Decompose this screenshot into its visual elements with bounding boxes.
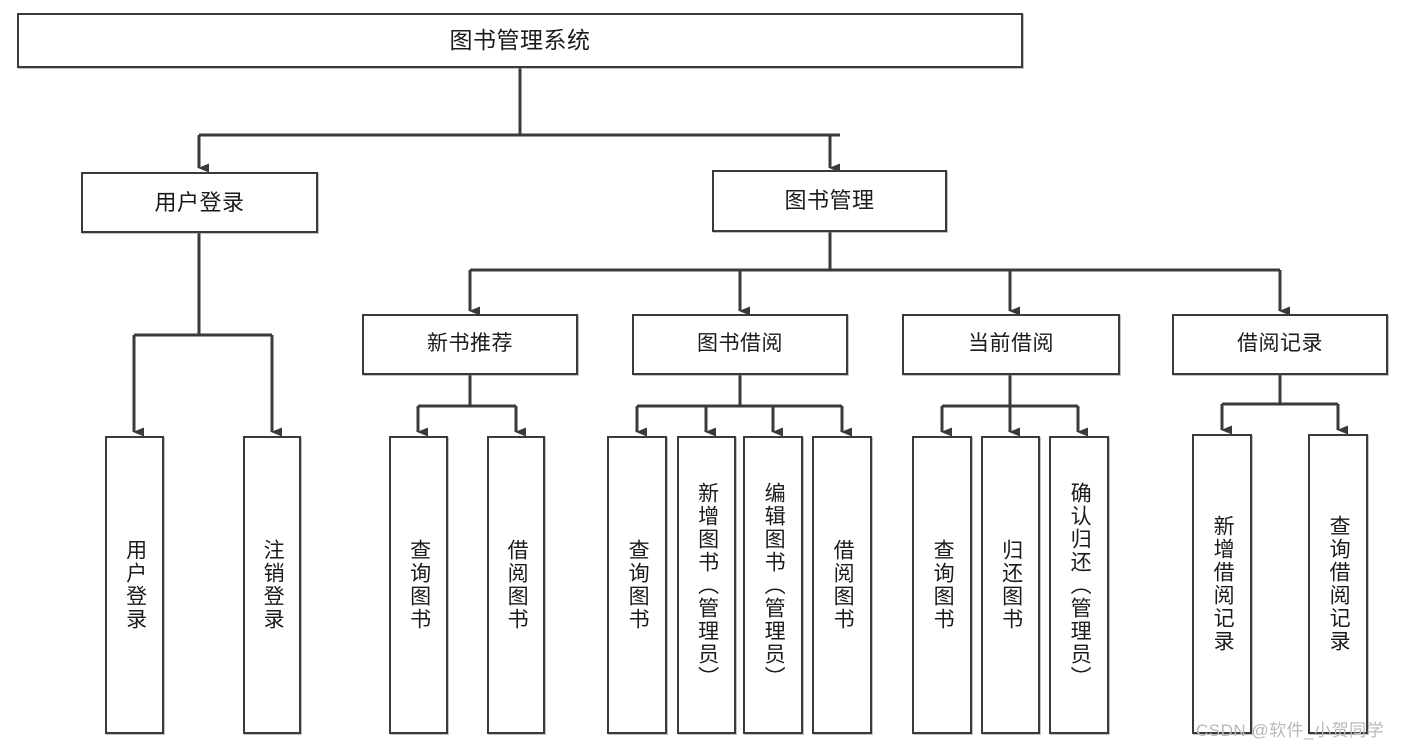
node-label: 查询图书: [931, 539, 955, 631]
node-label: 借阅图书: [831, 539, 855, 631]
node-label: 查询图书: [407, 539, 431, 631]
node-user-login[interactable]: 用户登录: [81, 172, 318, 233]
node-leaf-borrow-edit-book-admin[interactable]: 编辑图书（管理员）: [743, 436, 803, 734]
node-label: 新书推荐: [427, 332, 513, 356]
node-leaf-borrow-query-book[interactable]: 查询图书: [607, 436, 667, 734]
node-label: 借阅记录: [1237, 332, 1323, 356]
node-book-borrow[interactable]: 图书借阅: [632, 314, 848, 375]
node-leaf-borrow-add-book-admin[interactable]: 新增图书（管理员）: [677, 436, 736, 734]
node-leaf-current-query-book[interactable]: 查询图书: [912, 436, 972, 734]
node-label: 确认归还（管理员）: [1068, 481, 1092, 689]
node-leaf-logout[interactable]: 注销登录: [243, 436, 301, 734]
node-label: 编辑图书（管理员）: [762, 481, 786, 689]
node-label: 新增借阅记录: [1211, 515, 1235, 653]
node-label: 归还图书: [999, 539, 1023, 631]
node-leaf-user-login[interactable]: 用户登录: [105, 436, 164, 734]
node-label: 当前借阅: [968, 332, 1054, 356]
node-leaf-current-return-book[interactable]: 归还图书: [981, 436, 1040, 734]
node-leaf-record-query-record[interactable]: 查询借阅记录: [1308, 434, 1368, 734]
node-label: 用户登录: [123, 539, 147, 631]
node-new-book-recommend[interactable]: 新书推荐: [362, 314, 578, 375]
node-label: 注销登录: [261, 539, 285, 631]
node-leaf-recommend-borrow-book[interactable]: 借阅图书: [487, 436, 545, 734]
node-label: 图书管理系统: [449, 27, 591, 54]
node-leaf-current-confirm-return-admin[interactable]: 确认归还（管理员）: [1049, 436, 1109, 734]
node-label: 借阅图书: [505, 539, 529, 631]
node-leaf-record-add-record[interactable]: 新增借阅记录: [1192, 434, 1252, 734]
node-borrow-record[interactable]: 借阅记录: [1172, 314, 1388, 375]
node-current-borrow[interactable]: 当前借阅: [902, 314, 1120, 375]
node-label: 查询图书: [626, 539, 650, 631]
node-leaf-recommend-query-book[interactable]: 查询图书: [389, 436, 448, 734]
node-label: 新增图书（管理员）: [695, 481, 719, 689]
node-label: 查询借阅记录: [1327, 515, 1351, 653]
node-book-management[interactable]: 图书管理: [712, 170, 947, 232]
node-leaf-borrow-borrow-book[interactable]: 借阅图书: [812, 436, 872, 734]
node-label: 用户登录: [154, 189, 245, 215]
node-label: 图书管理: [784, 188, 875, 214]
node-root-book-management-system[interactable]: 图书管理系统: [17, 13, 1023, 68]
node-label: 图书借阅: [697, 332, 783, 356]
